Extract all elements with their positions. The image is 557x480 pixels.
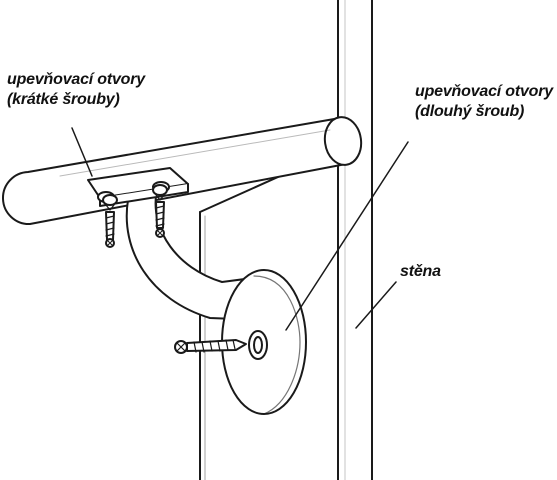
label-long-screw: upevňovací otvory (dlouhý šroub) xyxy=(415,82,553,122)
label-long-screw-line1: upevňovací otvory xyxy=(415,83,553,100)
handrail-tube xyxy=(2,116,363,226)
wall-rosette xyxy=(221,269,307,415)
leader-short-screws xyxy=(71,127,93,177)
label-short-screws: upevňovací otvory (krátké šrouby) xyxy=(7,70,145,110)
label-wall: stěna xyxy=(400,262,441,282)
wall xyxy=(337,0,373,480)
leader-wall xyxy=(355,281,397,329)
label-long-screw-line2: (dlouhý šroub) xyxy=(415,103,525,120)
leader-lines xyxy=(71,127,409,331)
leader-long-screw xyxy=(285,141,409,331)
label-short-screws-line2: (krátké šrouby) xyxy=(7,91,120,108)
long-screw-icon xyxy=(174,339,247,354)
short-screw-icon xyxy=(152,184,168,238)
short-screw-icon xyxy=(102,194,118,248)
label-short-screws-line1: upevňovací otvory xyxy=(7,71,145,88)
label-wall-text: stěna xyxy=(400,263,441,280)
